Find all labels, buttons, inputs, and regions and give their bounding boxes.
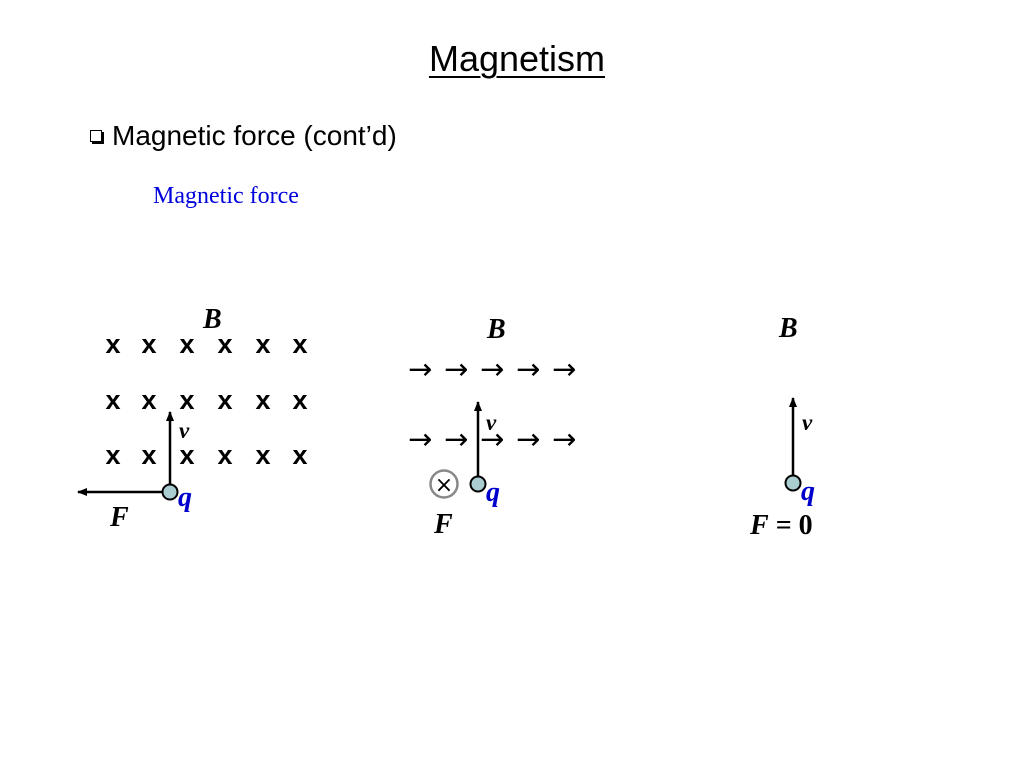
field-into-page-mark: x xyxy=(255,440,270,470)
field-right-grid: → → → → → → → → → → xyxy=(408,352,576,456)
panel-field-right: B → → → → → → → → → → v × F q xyxy=(408,314,576,540)
charge-label-q: q xyxy=(801,476,815,507)
field-right-arrow: → xyxy=(444,422,468,456)
force-into-page-cross: × xyxy=(435,473,453,498)
field-right-arrow: → xyxy=(480,422,504,456)
field-into-page-mark: x xyxy=(292,440,307,470)
field-into-page-mark: x xyxy=(105,440,120,470)
checkbox-bullet-icon xyxy=(90,129,102,142)
velocity-label-v: v xyxy=(179,418,190,443)
charge-label-q: q xyxy=(486,477,500,508)
velocity-label-v: v xyxy=(802,410,813,435)
force-label-f: F xyxy=(749,510,769,541)
bullet-text: Magnetic force (cont’d) xyxy=(112,120,397,151)
field-right-arrow: → xyxy=(408,422,432,456)
field-into-page-mark: x xyxy=(105,329,120,359)
panel-parallel: B v q F = 0 xyxy=(749,313,815,541)
charge-particle xyxy=(784,474,802,492)
field-right-arrow: → xyxy=(552,352,576,386)
field-right-arrow: → xyxy=(480,352,504,386)
field-right-arrow: → xyxy=(516,422,540,456)
force-label-f: F xyxy=(433,509,453,540)
field-into-page-mark: x xyxy=(105,385,120,415)
field-into-page-mark: x xyxy=(141,329,156,359)
field-into-page-mark: x xyxy=(255,385,270,415)
field-right-arrow: → xyxy=(444,352,468,386)
field-right-arrow: → xyxy=(552,422,576,456)
field-into-page-mark: x xyxy=(141,440,156,470)
field-into-page-mark: x xyxy=(141,385,156,415)
field-right-arrow: → xyxy=(408,352,432,386)
field-into-page-mark: x xyxy=(179,329,194,359)
force-value: = 0 xyxy=(769,510,813,541)
force-into-page-icon xyxy=(429,469,459,499)
charge-particle xyxy=(161,483,179,501)
velocity-label-v: v xyxy=(486,410,497,435)
slide-title: Magnetism xyxy=(428,38,606,79)
field-into-page-mark: x xyxy=(292,329,307,359)
charge-particle xyxy=(469,475,487,493)
field-into-page-mark: x xyxy=(217,385,232,415)
field-into-page-mark: x xyxy=(217,440,232,470)
field-into-page-mark: x xyxy=(217,329,232,359)
field-label-b: B xyxy=(202,304,222,335)
field-right-arrow: → xyxy=(516,352,540,386)
force-label-f: F xyxy=(109,502,129,533)
subheading: Magnetic force xyxy=(153,183,299,209)
field-label-b: B xyxy=(778,313,798,344)
field-into-page-mark: x xyxy=(179,385,194,415)
field-into-page-mark: x xyxy=(179,440,194,470)
charge-label-q: q xyxy=(178,482,192,513)
force-zero-label: F = 0 xyxy=(749,510,813,541)
bullet-item: Magnetic force (cont’d) xyxy=(90,120,397,152)
field-into-page-mark: x xyxy=(255,329,270,359)
field-into-page-mark: x xyxy=(292,385,307,415)
field-label-b: B xyxy=(486,314,506,345)
